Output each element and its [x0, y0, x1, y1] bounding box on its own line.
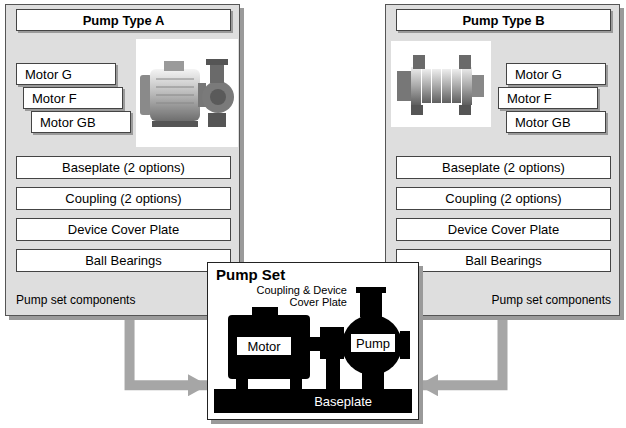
component-box: Ball Bearings	[396, 249, 611, 272]
node-text: Ball Bearings	[465, 253, 542, 268]
motor-option: Motor F	[23, 87, 123, 109]
drawing-part	[210, 63, 224, 83]
part-label: Coupling & Device Cover Plate	[245, 284, 347, 308]
component-panel: Pump set components Pump Type B Motor G Mot…	[385, 4, 620, 316]
motor-option: Motor F	[498, 87, 598, 109]
drawing-part	[391, 41, 491, 127]
drawing-part	[150, 69, 200, 121]
drawing-part	[228, 315, 310, 379]
node-text: Pump set components	[16, 293, 239, 307]
drawing-part	[459, 55, 471, 69]
drawing-part	[397, 71, 411, 101]
node-text: Baseplate (2 options)	[62, 160, 185, 175]
drawing-part	[164, 61, 184, 71]
flow-arrow	[419, 316, 503, 385]
component-box: Coupling (2 options)	[396, 187, 611, 210]
drawing-part	[400, 331, 410, 359]
drawing-part	[290, 377, 302, 389]
part-label-box: Pump	[350, 333, 396, 353]
node-text: Baseplate (2 options)	[442, 160, 565, 175]
motor-option: Motor G	[506, 63, 606, 85]
drawing-part	[156, 111, 194, 112]
drawing-part	[362, 371, 384, 389]
node-text: Pump	[356, 336, 390, 351]
node-text: Baseplate	[314, 394, 372, 409]
drawing-part	[208, 113, 226, 127]
node-text: Pump Type A	[83, 13, 165, 28]
node-text: Motor GB	[515, 115, 571, 130]
component-box: Ball Bearings	[16, 249, 231, 272]
drawing-part	[236, 377, 248, 389]
node-text: Device Cover Plate	[448, 222, 559, 237]
part-label-box: Motor	[236, 336, 292, 356]
flow-arrow	[130, 316, 207, 385]
component-box: Coupling (2 options)	[16, 187, 231, 210]
pump-photo	[136, 39, 238, 149]
drawing-part	[326, 357, 340, 389]
node-text: Pump Set	[216, 266, 285, 283]
motor-option: Motor GB	[506, 111, 606, 133]
drawing-part	[472, 75, 484, 97]
component-panel: Pump set components Pump Type A Motor G Mot…	[5, 4, 240, 316]
component-box: Baseplate (2 options)	[16, 156, 231, 179]
drawing-part	[156, 87, 194, 88]
drawing-part	[156, 79, 194, 80]
drawing-part	[152, 121, 198, 127]
drawing-part	[202, 81, 234, 113]
drawing-part	[411, 105, 423, 115]
node-text: Motor F	[32, 91, 77, 106]
drawing-part	[360, 291, 382, 317]
node-text: Coupling (2 options)	[65, 191, 181, 206]
drawing-part	[320, 327, 344, 359]
pump-photo	[391, 41, 491, 127]
node-text: Motor	[247, 339, 280, 354]
drawing-part	[156, 103, 194, 104]
node-text: Device Cover Plate	[68, 222, 179, 237]
component-box: Baseplate (2 options)	[396, 156, 611, 179]
baseplate-bar: Baseplate	[214, 389, 412, 413]
drawing-part	[459, 105, 471, 115]
drawing-part	[452, 69, 461, 103]
component-box: Device Cover Plate	[396, 218, 611, 241]
panel-title: Pump Type B	[396, 9, 611, 31]
node-text: Pump Type B	[462, 13, 544, 28]
node-text: Motor F	[507, 91, 552, 106]
drawing-part	[462, 67, 472, 105]
drawing-part	[206, 59, 228, 65]
drawing-part	[432, 69, 441, 103]
panel-title: Pump Type A	[16, 9, 231, 31]
drawing-part	[156, 95, 194, 96]
node-text: Motor GB	[40, 115, 96, 130]
node-text: Motor G	[515, 67, 562, 82]
node-text: Ball Bearings	[85, 253, 162, 268]
drawing-part	[210, 89, 226, 105]
drawing-part	[422, 69, 431, 103]
motor-option: Motor G	[16, 63, 116, 85]
node-text: Pump set components	[492, 293, 611, 307]
motor-option: Motor GB	[31, 111, 131, 133]
drawing-part	[136, 39, 238, 147]
node-text: Coupling (2 options)	[445, 191, 561, 206]
component-box: Device Cover Plate	[16, 218, 231, 241]
drawing-part	[308, 337, 320, 351]
drawing-part	[411, 67, 421, 105]
drawing-part	[442, 69, 451, 103]
drawing-part	[342, 315, 402, 375]
node-text: Motor G	[25, 67, 72, 82]
drawing-part	[413, 55, 425, 69]
drawing-part	[356, 287, 386, 293]
